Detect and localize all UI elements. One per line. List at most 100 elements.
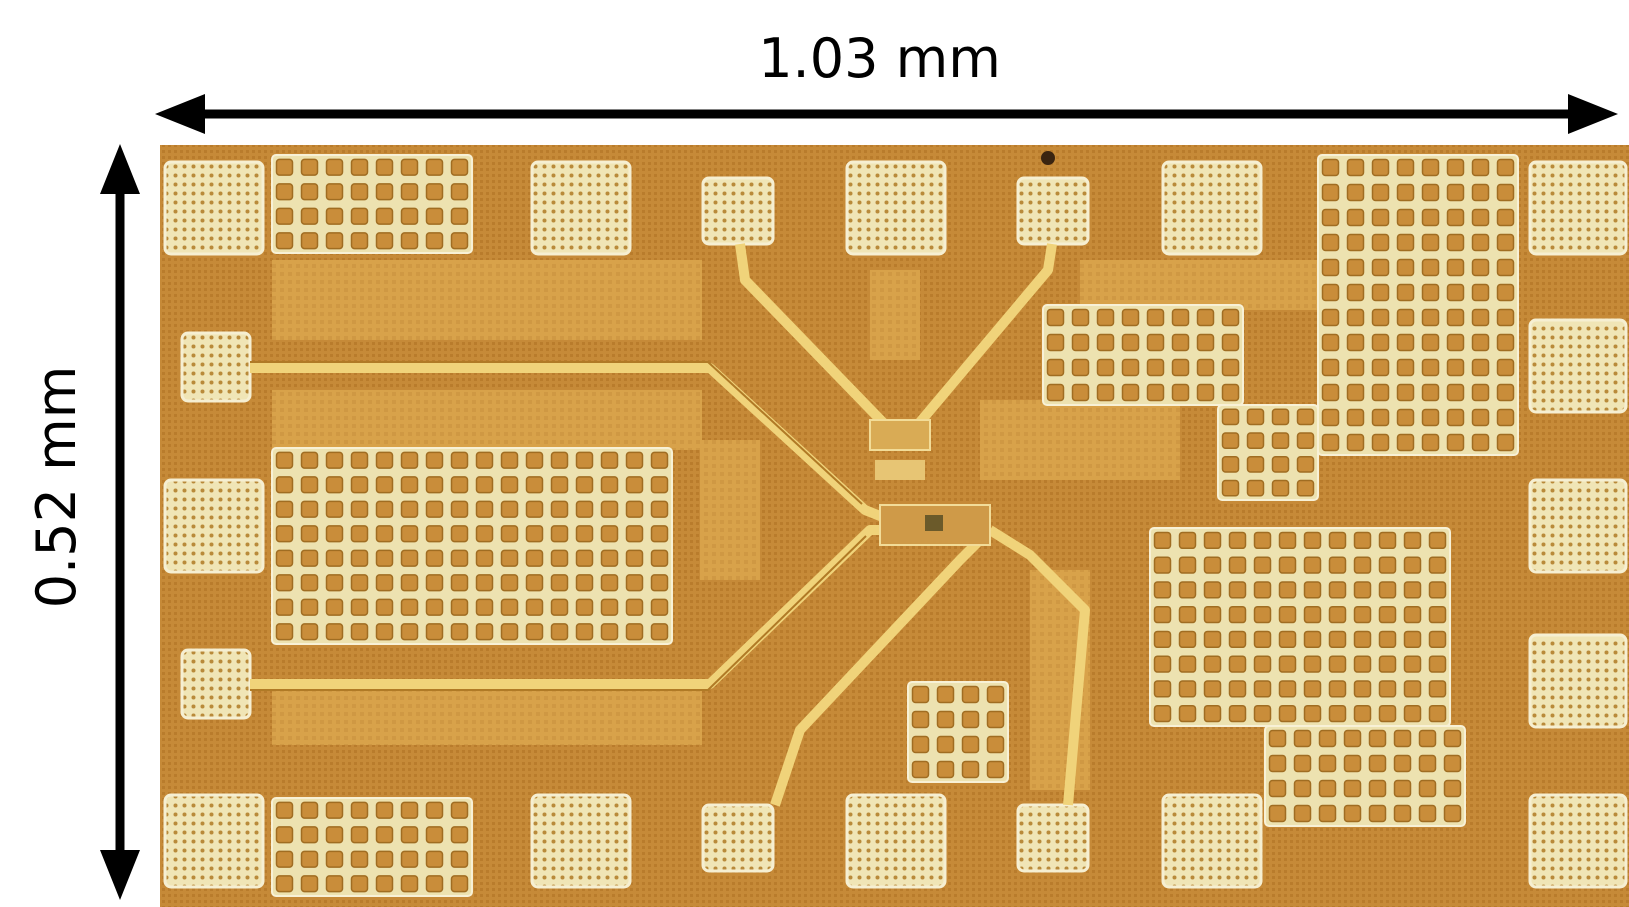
capacitor-cell	[986, 685, 1005, 704]
capacitor-cell	[1396, 158, 1415, 177]
capacitor-cell	[375, 826, 394, 844]
capacitor-cell	[1153, 581, 1172, 599]
capacitor-cell	[650, 476, 669, 494]
capacitor-cell	[525, 500, 544, 518]
capacitor-cell	[500, 525, 519, 543]
capacitor-cell	[1221, 456, 1240, 473]
capacitor-cell	[1178, 655, 1197, 673]
capacitor-cell	[350, 500, 369, 518]
capacitor-cell	[1428, 680, 1447, 698]
capacitor-cell	[1446, 408, 1465, 427]
capacitor-cell	[475, 574, 494, 592]
capacitor-cell	[275, 158, 294, 176]
capacitor-cell	[625, 623, 644, 641]
capacitor-cell	[400, 826, 419, 844]
capacitor-cell	[1446, 333, 1465, 352]
capacitor-cell	[625, 476, 644, 494]
capacitor-cell	[1371, 258, 1390, 277]
capacitor-cell	[1228, 655, 1247, 673]
capacitor-cell	[1196, 333, 1215, 352]
capacitor-cell	[600, 476, 619, 494]
capacitor-cell	[1318, 754, 1337, 773]
capacitor-cell	[550, 476, 569, 494]
capacitor-cell	[1471, 258, 1490, 277]
capacitor-cell	[350, 574, 369, 592]
capacitor-cell	[1471, 433, 1490, 452]
capacitor-cell	[1328, 581, 1347, 599]
capacitor-cell	[1471, 158, 1490, 177]
capacitor-cell	[1428, 630, 1447, 649]
capacitor-cell	[961, 760, 980, 779]
capacitor-cell	[1321, 408, 1340, 427]
capacitor-cell	[375, 183, 394, 201]
capacitor-cell	[1371, 283, 1390, 302]
capacitor-cell	[375, 598, 394, 616]
capacitor-cell	[1146, 358, 1165, 377]
capacitor-cell	[375, 476, 394, 494]
capacitor-cell	[325, 549, 344, 567]
capacitor-cell	[375, 158, 394, 176]
capacitor-cell	[1278, 556, 1297, 574]
capacitor-cell	[400, 476, 419, 494]
capacitor-cell	[1403, 655, 1422, 673]
capacitor-cell	[425, 826, 444, 844]
capacitor-cell	[1471, 283, 1490, 302]
capacitor-cell	[450, 623, 469, 641]
capacitor-cell	[375, 500, 394, 518]
capacitor-cell	[500, 500, 519, 518]
capacitor-cell	[1321, 358, 1340, 377]
capacitor-cell	[300, 850, 319, 868]
capacitor-cell	[350, 183, 369, 201]
capacitor-cell	[1303, 605, 1322, 624]
capacitor-cell	[1071, 383, 1090, 402]
capacitor-cell	[1353, 556, 1372, 574]
capacitor-cell	[450, 232, 469, 250]
capacitor-cell	[1403, 556, 1422, 574]
capacitor-cell	[1496, 233, 1515, 252]
capacitor-cell	[550, 525, 569, 543]
capacitor-cell	[1121, 308, 1140, 327]
capacitor-cell	[1121, 358, 1140, 377]
capacitor-cell	[425, 525, 444, 543]
capacitor-cell	[1321, 233, 1340, 252]
width-arrow	[155, 94, 1618, 134]
capacitor-cell	[1228, 680, 1247, 698]
capacitor-cell	[1296, 408, 1315, 426]
capacitor-cell	[300, 451, 319, 469]
capacitor-cell	[1046, 358, 1065, 377]
capacitor-cell	[525, 476, 544, 494]
capacitor-cell	[400, 232, 419, 250]
capacitor-cell	[1096, 308, 1115, 327]
capacitor-cell	[1203, 581, 1222, 599]
bond-pads	[163, 160, 1628, 889]
capacitor-cell	[1246, 456, 1265, 473]
capacitor-cell	[275, 574, 294, 592]
capacitor-cell	[425, 549, 444, 567]
capacitor-cell	[325, 500, 344, 518]
capacitor-cell	[1496, 183, 1515, 202]
capacitor-cell	[1403, 581, 1422, 599]
signal-traces	[250, 243, 1090, 807]
capacitor-cell	[1196, 383, 1215, 402]
capacitor-cell	[1496, 258, 1515, 277]
capacitor-cell	[986, 710, 1005, 729]
capacitor-cell	[1146, 383, 1165, 402]
capacitor-cell	[400, 451, 419, 469]
capacitor-cell	[325, 183, 344, 201]
capacitor-cell	[375, 801, 394, 819]
capacitor-cell	[1471, 333, 1490, 352]
capacitor-cell	[1418, 804, 1437, 823]
capacitor-cell	[425, 207, 444, 225]
capacitor-cell	[575, 525, 594, 543]
capacitor-cell	[1293, 754, 1312, 773]
capacitor-cell	[425, 574, 444, 592]
capacitor-cell	[350, 826, 369, 844]
capacitor-cell	[650, 549, 669, 567]
capacitor-cell	[300, 183, 319, 201]
capacitor-cell	[600, 451, 619, 469]
capacitor-cell	[1253, 556, 1272, 574]
capacitor-cell	[1428, 605, 1447, 624]
capacitor-cell	[1328, 556, 1347, 574]
capacitor-cell	[325, 801, 344, 819]
capacitor-cell	[1303, 704, 1322, 723]
